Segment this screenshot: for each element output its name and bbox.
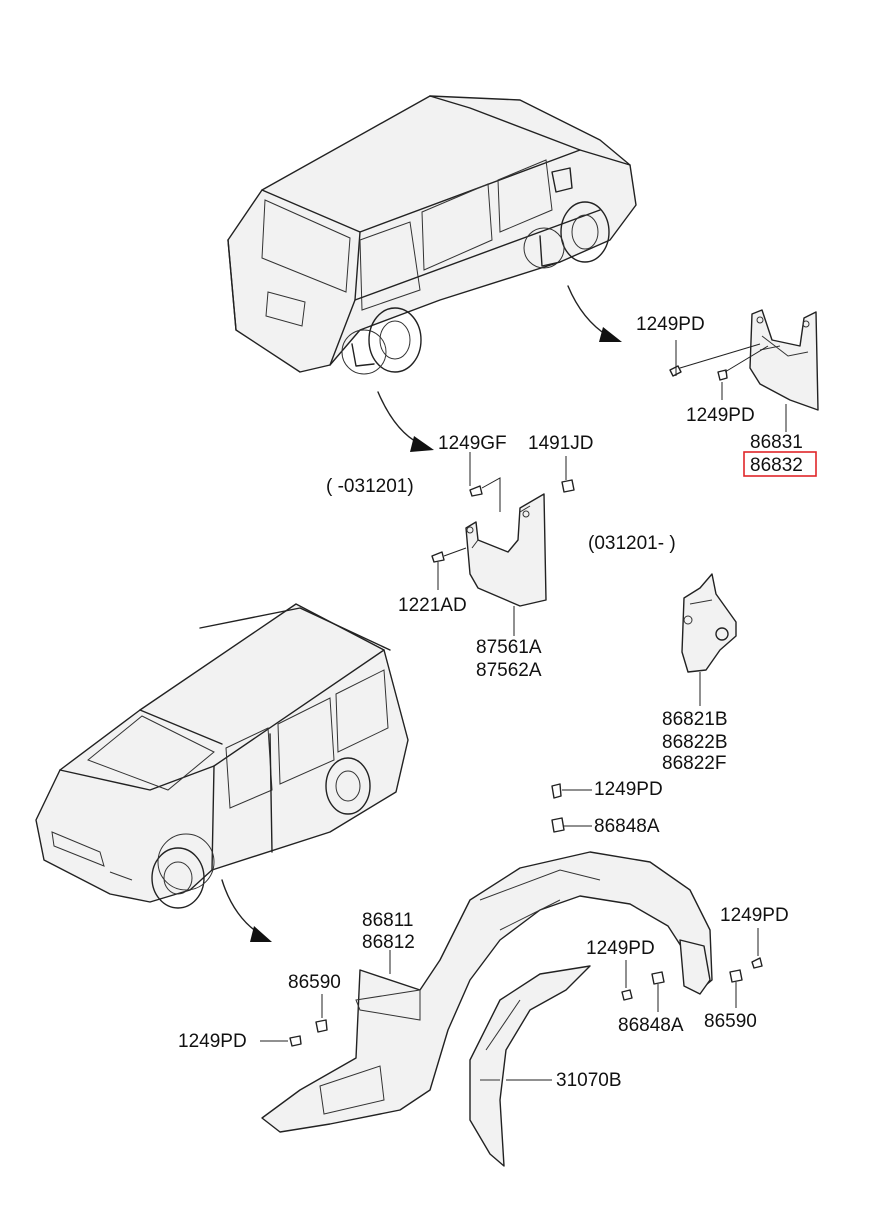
label-1249pd-left: 1249PD	[178, 1031, 247, 1052]
label-1249gf: 1249GF	[438, 433, 507, 454]
label-87561a: 87561A	[476, 637, 542, 658]
bolt-1249pd-rear-b	[717, 345, 769, 400]
label-86831: 86831	[750, 432, 803, 453]
mud-guard-87561a	[465, 493, 547, 607]
label-86848a-low: 86848A	[618, 1015, 684, 1036]
bolt-1249pd-left	[260, 1035, 302, 1047]
label-range-before: ( -031201)	[326, 476, 414, 497]
bolt-1249gf	[469, 452, 501, 512]
arrow-rear-right	[567, 285, 622, 342]
inner-liner-31070b	[469, 965, 591, 1167]
label-1221ad: 1221AD	[398, 595, 467, 616]
highlight-box-86832	[743, 451, 817, 477]
label-86832: 86832	[750, 455, 803, 476]
label-1249pd-center: 1249PD	[586, 938, 655, 959]
clip-86848a-low	[651, 971, 665, 1012]
bolt-1221ad	[431, 547, 467, 590]
label-range-after: (031201- )	[588, 533, 676, 554]
label-86590-right: 86590	[704, 1011, 757, 1032]
clip-1491jd	[561, 456, 575, 493]
label-86812: 86812	[362, 932, 415, 953]
clip-86590-right	[729, 969, 743, 1008]
label-86822f: 86822F	[662, 753, 726, 774]
label-86848a-mid: 86848A	[594, 816, 660, 837]
bolt-1249pd-right-top	[751, 928, 763, 969]
inner-fender-86811	[261, 851, 713, 1133]
arrow-rear-left	[377, 391, 434, 452]
clip-86848a-mid	[551, 817, 592, 833]
label-86811: 86811	[362, 910, 413, 931]
bolt-1249pd-rear-a	[669, 343, 761, 377]
arrow-front	[221, 879, 272, 942]
rear-van-illustration	[227, 95, 637, 375]
clip-86590-left	[315, 994, 328, 1033]
mud-guard-86831	[749, 309, 819, 411]
label-86822b: 86822B	[662, 732, 728, 753]
mud-guard-86821b	[681, 573, 737, 673]
label-86821b: 86821B	[662, 709, 728, 730]
front-van-illustration	[35, 603, 409, 909]
bolt-1249pd-mid	[551, 783, 592, 799]
label-1249pd-rear-b: 1249PD	[686, 405, 755, 426]
label-86590-left: 86590	[288, 972, 341, 993]
label-31070b: 31070B	[556, 1070, 622, 1091]
label-87562a: 87562A	[476, 660, 542, 681]
bolt-1249pd-center	[621, 960, 633, 1001]
label-1249pd-mid: 1249PD	[594, 779, 663, 800]
label-1491jd: 1491JD	[528, 433, 594, 454]
label-1249pd-rear-a: 1249PD	[636, 314, 705, 335]
label-1249pd-right-top: 1249PD	[720, 905, 789, 926]
